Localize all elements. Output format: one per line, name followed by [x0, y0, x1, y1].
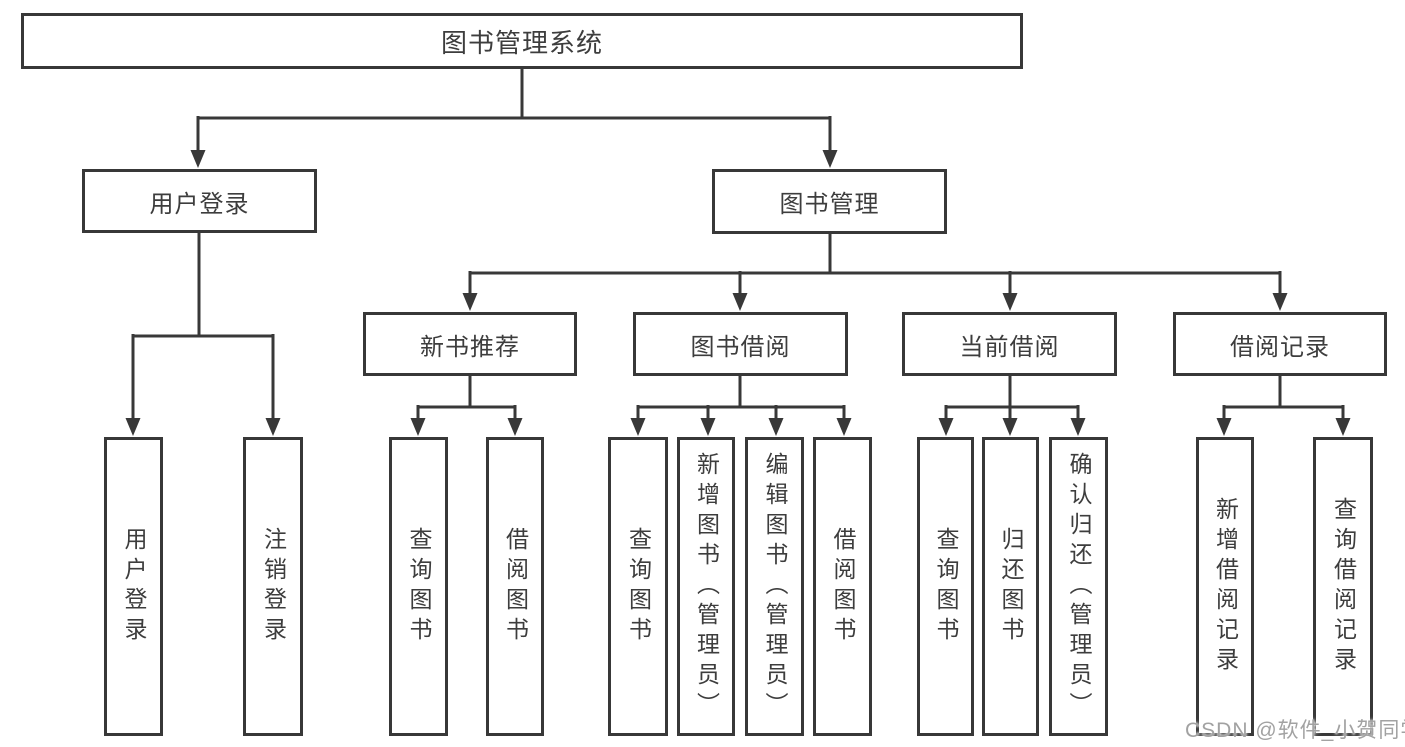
connector-records-to-leaves: [1222, 376, 1345, 420]
leaf-recommend-query-book: 查询图书: [389, 437, 448, 736]
leaf-records-query-record: 查询借阅记录: [1313, 437, 1373, 736]
node-new-book-recommend-label: 新书推荐: [420, 333, 520, 361]
leaf-current-return-book: 归还图书: [982, 437, 1039, 736]
arrowhead: [700, 418, 716, 436]
node-book-management-label: 图书管理: [779, 191, 880, 218]
leaf-borrow-borrow-book-label: 借阅图书: [830, 526, 856, 647]
node-current-borrow-label: 当前借阅: [959, 333, 1060, 361]
connector-currentborrow-to-leaves: [944, 376, 1080, 420]
leaf-borrow-query-book-label: 查询图书: [625, 526, 652, 647]
leaf-current-query-book-label: 查询图书: [933, 526, 959, 647]
arrowhead: [836, 418, 852, 436]
node-book-management: 图书管理: [712, 169, 947, 234]
csdn-watermark: CSDN @软件_小贺同学: [1185, 719, 1405, 742]
arrowhead: [938, 418, 954, 436]
leaf-borrow-edit-book-admin-label: 编辑图书（管理员）: [762, 451, 788, 722]
arrowhead: [1216, 418, 1232, 436]
leaf-recommend-borrow-book-label: 借阅图书: [502, 526, 529, 647]
leaf-records-add-record: 新增借阅记录: [1196, 437, 1254, 736]
node-user-login-label: 用户登录: [149, 190, 250, 218]
arrowhead: [125, 418, 141, 436]
arrowhead: [265, 418, 281, 436]
leaf-logout-label: 注销登录: [260, 526, 287, 647]
leaf-records-query-record-label: 查询借阅记录: [1330, 496, 1357, 677]
leaf-current-confirm-return-admin: 确认归还（管理员）: [1049, 437, 1108, 736]
leaf-user-login: 用户登录: [104, 437, 163, 736]
arrowhead: [190, 150, 206, 168]
leaf-borrow-borrow-book: 借阅图书: [813, 437, 872, 736]
leaf-current-return-book-label: 归还图书: [998, 526, 1024, 647]
connector-userlogin-to-leaves: [131, 233, 275, 420]
leaf-recommend-query-book-label: 查询图书: [406, 526, 432, 647]
arrowhead: [1070, 418, 1086, 436]
node-borrow-records-label: 借阅记录: [1230, 333, 1330, 361]
node-root: 图书管理系统: [21, 13, 1023, 69]
connector-bookborrow-to-leaves: [636, 376, 846, 420]
arrowhead: [1272, 293, 1288, 311]
node-root-label: 图书管理系统: [440, 27, 603, 58]
leaf-current-confirm-return-admin-label: 确认归还（管理员）: [1066, 451, 1092, 722]
connector-bookmgmt-to-level3: [468, 234, 1282, 295]
arrowhead: [1335, 418, 1351, 436]
node-new-book-recommend: 新书推荐: [363, 312, 577, 376]
node-book-borrow-label: 图书借阅: [690, 333, 791, 361]
arrowhead: [1002, 418, 1018, 436]
leaf-logout: 注销登录: [243, 437, 303, 736]
arrowhead: [768, 418, 784, 436]
arrowhead: [507, 418, 523, 436]
leaf-recommend-borrow-book: 借阅图书: [486, 437, 544, 736]
leaf-borrow-add-book-admin: 新增图书（管理员）: [677, 437, 735, 736]
leaf-borrow-query-book: 查询图书: [608, 437, 668, 736]
leaf-user-login-label: 用户登录: [121, 526, 147, 647]
node-book-borrow: 图书借阅: [633, 312, 848, 376]
arrowhead: [462, 293, 478, 311]
connector-newbook-to-leaves: [416, 376, 517, 420]
arrowhead: [410, 418, 426, 436]
leaf-records-add-record-label: 新增借阅记录: [1212, 496, 1239, 677]
node-user-login: 用户登录: [82, 169, 317, 233]
leaf-current-query-book: 查询图书: [917, 437, 974, 736]
leaf-borrow-add-book-admin-label: 新增图书（管理员）: [693, 451, 720, 722]
connector-root-to-level2: [196, 69, 832, 152]
arrowhead: [732, 293, 748, 311]
arrowhead: [630, 418, 646, 436]
arrowhead: [1002, 293, 1018, 311]
arrowhead: [822, 150, 838, 168]
node-borrow-records: 借阅记录: [1173, 312, 1387, 376]
leaf-borrow-edit-book-admin: 编辑图书（管理员）: [745, 437, 804, 736]
node-current-borrow: 当前借阅: [902, 312, 1117, 376]
